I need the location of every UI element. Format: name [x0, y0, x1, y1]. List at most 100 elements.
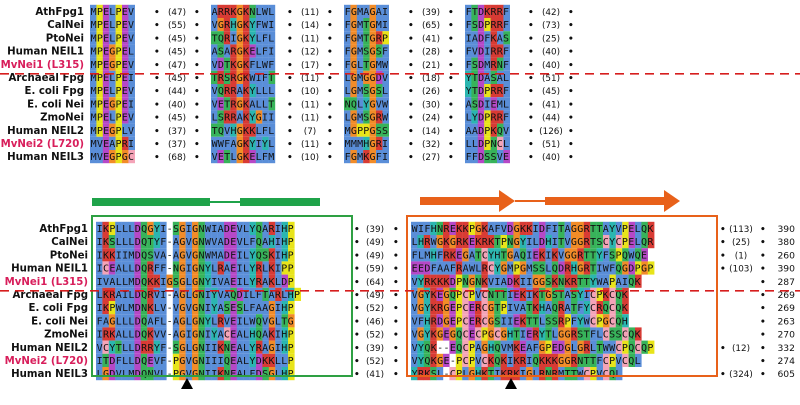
residue-cell [211, 97, 218, 111]
residue-cell [545, 340, 552, 354]
residue-cell [262, 97, 269, 111]
sequence-text: IKKIIMDQSVA-AGVGNWMADEILYQSKIHP [97, 250, 294, 261]
residue-cell [115, 84, 123, 98]
residue-cell [465, 31, 472, 45]
gap-dot: • [287, 61, 293, 71]
gap-dot: • [154, 140, 160, 150]
residue-cell [275, 261, 282, 275]
residue-end-number: 287 [777, 277, 795, 288]
gap-dot: • [327, 140, 333, 150]
residue-cell [153, 353, 161, 367]
residue-cell [281, 314, 289, 328]
residue-cell [369, 123, 377, 137]
gap-dot: • [287, 100, 293, 110]
gap-dot: • [194, 140, 200, 150]
residue-cell [255, 57, 263, 71]
residue-cell [243, 84, 250, 98]
residue-cell [622, 327, 629, 341]
sequence-text: MPELPEV [91, 7, 135, 18]
residue-cell [382, 123, 389, 137]
residue-cell [90, 31, 97, 45]
sequence-text: IKPWLMDNKLV-VGVGNIYASESLFAAGIHP [97, 303, 294, 314]
residue-cell [128, 123, 135, 137]
residue-cell [275, 221, 282, 235]
residue-cell [243, 18, 250, 32]
sequence-text: LGMGGDV [345, 73, 389, 84]
sequence-row: MPELPEV [90, 31, 135, 45]
gap-length: (40) [542, 153, 560, 163]
residue-cell [236, 136, 244, 150]
residue-cell [477, 84, 485, 98]
gap-dot: • [760, 278, 766, 288]
residue-end-number: 260 [777, 250, 795, 261]
residue-cell [243, 31, 250, 45]
residue-cell [363, 18, 370, 32]
residue-cell [443, 353, 450, 367]
residue-cell [249, 287, 257, 301]
gap-dot: • [528, 74, 534, 84]
gap-dot: • [154, 153, 160, 163]
residue-cell [275, 301, 282, 315]
gap-dot: • [760, 251, 766, 261]
residue-cell [192, 261, 199, 275]
residue-cell [185, 274, 193, 288]
residue-cell [115, 327, 122, 341]
residue-cell [603, 261, 610, 275]
gap-length: (65) [422, 21, 440, 31]
residue-cell [249, 301, 257, 315]
residue-cell [449, 301, 456, 315]
residue-cell [462, 353, 469, 367]
residue-cell [641, 235, 648, 249]
residue-cell [230, 353, 237, 367]
sequence-row: IADFKAS [465, 31, 510, 45]
gap-dot: • [528, 127, 534, 137]
residue-cell [583, 287, 591, 301]
residue-cell [484, 44, 491, 58]
gap-dot: • [393, 304, 399, 314]
sequence-row: VETRGKALLT [211, 97, 276, 111]
residue-cell [224, 235, 231, 249]
residue-cell [455, 340, 463, 354]
residue-cell [344, 150, 351, 164]
residue-cell [128, 44, 135, 58]
sequence-text: LKRAILDQRVI-AGLGNIYVAQDILFTARLHP [97, 290, 301, 301]
residue-cell [363, 150, 370, 164]
sequence-row: IKPWLMDNKLV-VGVGNIYASESLFAAGIHP [96, 301, 295, 315]
residue-cell [140, 248, 148, 262]
residue-cell [160, 314, 167, 328]
residue-cell [344, 84, 351, 98]
residue-cell [128, 70, 135, 84]
residue-cell [545, 287, 552, 301]
residue-cell [230, 97, 237, 111]
residue-cell [255, 18, 263, 32]
gap-dot: • [327, 8, 333, 18]
residue-cell [217, 18, 224, 32]
residue-cell [236, 221, 244, 235]
residue-cell [223, 136, 231, 150]
residue-cell [571, 367, 578, 381]
gap-dot: • [760, 238, 766, 248]
residue-cell [128, 301, 135, 315]
residue-cell [211, 314, 218, 328]
residue-cell [603, 314, 610, 328]
gap-length: (40) [542, 48, 560, 58]
residue-cell [494, 261, 501, 275]
residue-cell [507, 314, 514, 328]
residue-cell [564, 261, 572, 275]
residue-cell [532, 301, 540, 315]
residue-cell [236, 367, 244, 381]
gap-dot: • [408, 127, 414, 137]
residue-cell [217, 221, 225, 235]
residue-cell [484, 84, 491, 98]
residue-cell [356, 57, 364, 71]
species-label: MvNei1 (L315) [5, 277, 88, 288]
sequence-text: FSDMRNF [466, 60, 510, 71]
sequence-text: TQVHGKKLFL [212, 126, 275, 137]
residue-cell [153, 340, 161, 354]
residue-cell [179, 353, 186, 367]
residue-cell [243, 97, 250, 111]
residue-cell [198, 367, 205, 381]
residue-cell [615, 221, 623, 235]
residue-cell [481, 340, 488, 354]
residue-cell [590, 301, 597, 315]
